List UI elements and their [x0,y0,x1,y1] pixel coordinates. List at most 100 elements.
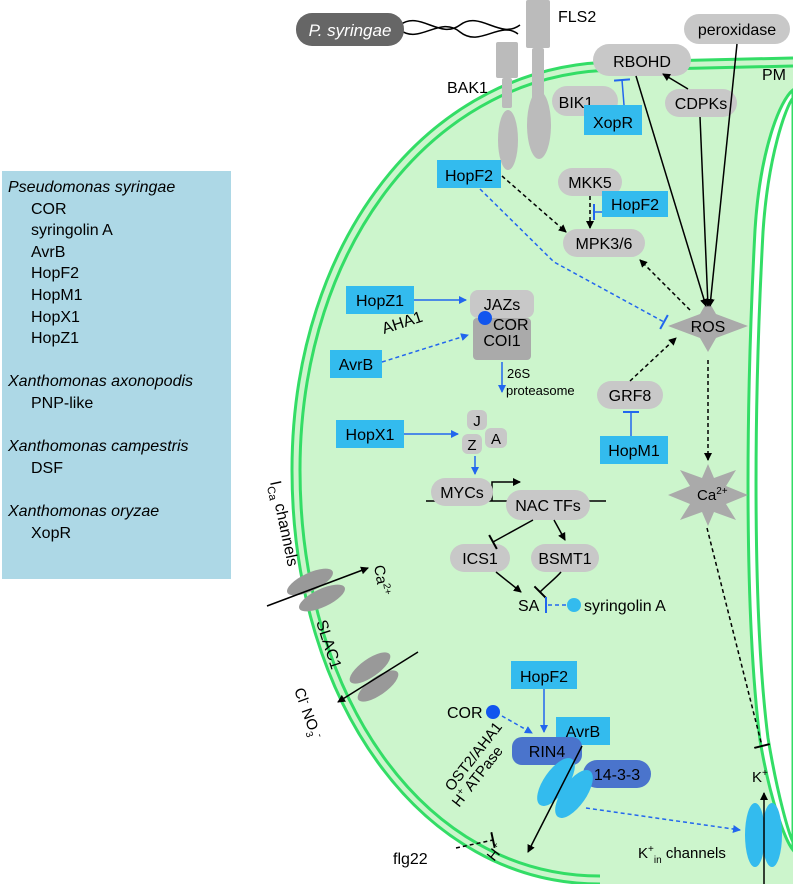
mkk5-label: MKK5 [568,175,612,192]
legend-effector: HopZ1 [31,330,80,348]
jaz-a-node [485,428,507,448]
ca-star-label: Ca2+ [697,486,728,504]
ca-channel-bottom [299,584,345,612]
ca-channel-ion: Ca2+ [370,564,393,597]
legend-organism: Pseudomonas syringae [8,179,176,196]
hopm1-effector [600,436,668,464]
slac1-channel-top [349,652,391,684]
grf8-node [597,381,663,409]
mpk36-label: MPK3/6 [576,236,633,253]
legend-effector: COR [31,200,67,218]
cor-bottom-label: COR [447,705,483,722]
mkk5-node [558,168,622,196]
avrb-left-label: AvrB [339,357,373,374]
proton-efflux-arrow [527,745,583,853]
cor-dot-small [478,311,492,325]
peroxidase-label: peroxidase [698,22,776,39]
rbohd-label: RBOHD [613,54,671,71]
avrb-bottom-label: AvrB [566,724,600,741]
ca-influx-arrow [266,566,369,607]
xopr-effector [584,105,642,135]
legend-effector: PNP-like [31,394,94,412]
ca-star [668,464,748,526]
syringolin-dot [567,598,581,612]
jaz-z-node [462,434,482,454]
proteasome-26s: 26S [507,366,530,381]
rin4-node [512,737,582,765]
cdpks-node [665,89,737,117]
hopf2-bottom-label: HopF2 [520,669,568,686]
mpk36-node [563,229,645,257]
pathogen-label: P. syringae [309,21,392,40]
atpase-bottom [555,770,593,818]
fls2-label: FLS2 [558,9,596,26]
jazs-node [470,290,534,318]
xopr-label: XopR [593,115,633,132]
hopf2-bottom-effector [511,661,577,689]
hopm1-label: HopM1 [608,443,660,460]
14-3-3-node [583,760,651,788]
legend-effector: HopM1 [31,286,83,304]
coi1-label: COI1 [483,333,520,350]
hopf2-top-effector [437,160,501,188]
grf8-label: GRF8 [609,388,652,405]
cell-cytoplasm [292,58,793,884]
plasma-membrane-inner [298,64,793,878]
sa-label: SA [518,598,540,615]
nac-tfs-label: NAC TFs [515,498,580,515]
syringolin-label: syringolin A [584,598,666,615]
mycs-node [431,478,493,506]
atpase-top [537,758,575,806]
kplus-label: K+ [752,768,768,786]
proteasome-label: proteasome [506,383,575,398]
bak1-receptor [496,42,518,170]
hopf2-mid-label: HopF2 [611,197,659,214]
legend-effector: syringolin A [31,222,113,240]
hopf2-mid-effector [602,191,668,217]
legend-effector: HopX1 [31,308,80,326]
mycs-label: MYCs [440,485,484,502]
plasma-membrane-outer [290,56,793,884]
slac1-channel-bottom [357,670,399,702]
hopx1-label: HopX1 [346,427,395,444]
cdpks-label: CDPKs [675,96,727,113]
flg22-label: flg22 [393,851,428,868]
legend-effector: DSF [31,459,63,477]
pm-label: PM [762,67,786,84]
jaz-j-node [467,410,487,430]
14-3-3-label: 14-3-3 [594,767,640,784]
legend-effector: XopR [31,524,72,542]
hopx1-effector [336,420,404,448]
jazs-label: JAZs [484,297,520,314]
hopz1-effector [346,286,414,314]
signaling-edges [381,43,771,849]
rin4-label: RIN4 [529,744,566,761]
cor-dot-bottom [486,705,500,719]
ics1-label: ICS1 [462,551,498,568]
kin-channels-label: K+in channels [638,844,726,866]
bak1-label: BAK1 [447,80,488,97]
jaz-a-label: A [491,431,501,448]
legend-effector: HopF2 [31,265,80,283]
k-channel-right [762,803,782,867]
k-channel-left [745,803,765,867]
coi1-node [473,318,531,360]
pseudomonas-bacterium: P. syringae [296,13,521,46]
avrb-left-effector [330,350,382,378]
hopz1-label: HopZ1 [356,293,404,310]
bsmt1-node [531,544,599,572]
nac-tfs-node [506,490,590,520]
ros-star [668,300,748,352]
legend-organism: Xanthomonas oryzae [8,502,160,520]
ca-channel-top [287,568,333,596]
jaz-j-label: J [473,413,481,430]
ics1-node [450,544,510,572]
anion-label: Cl- NO3- [287,685,325,742]
jaz-z-label: Z [467,437,476,454]
fls2-receptor [526,0,551,159]
legend-organism: Xanthomonas axonopodis [8,373,194,391]
ros-label: ROS [691,319,726,336]
legend-organism: Xanthomonas campestris [8,438,189,456]
